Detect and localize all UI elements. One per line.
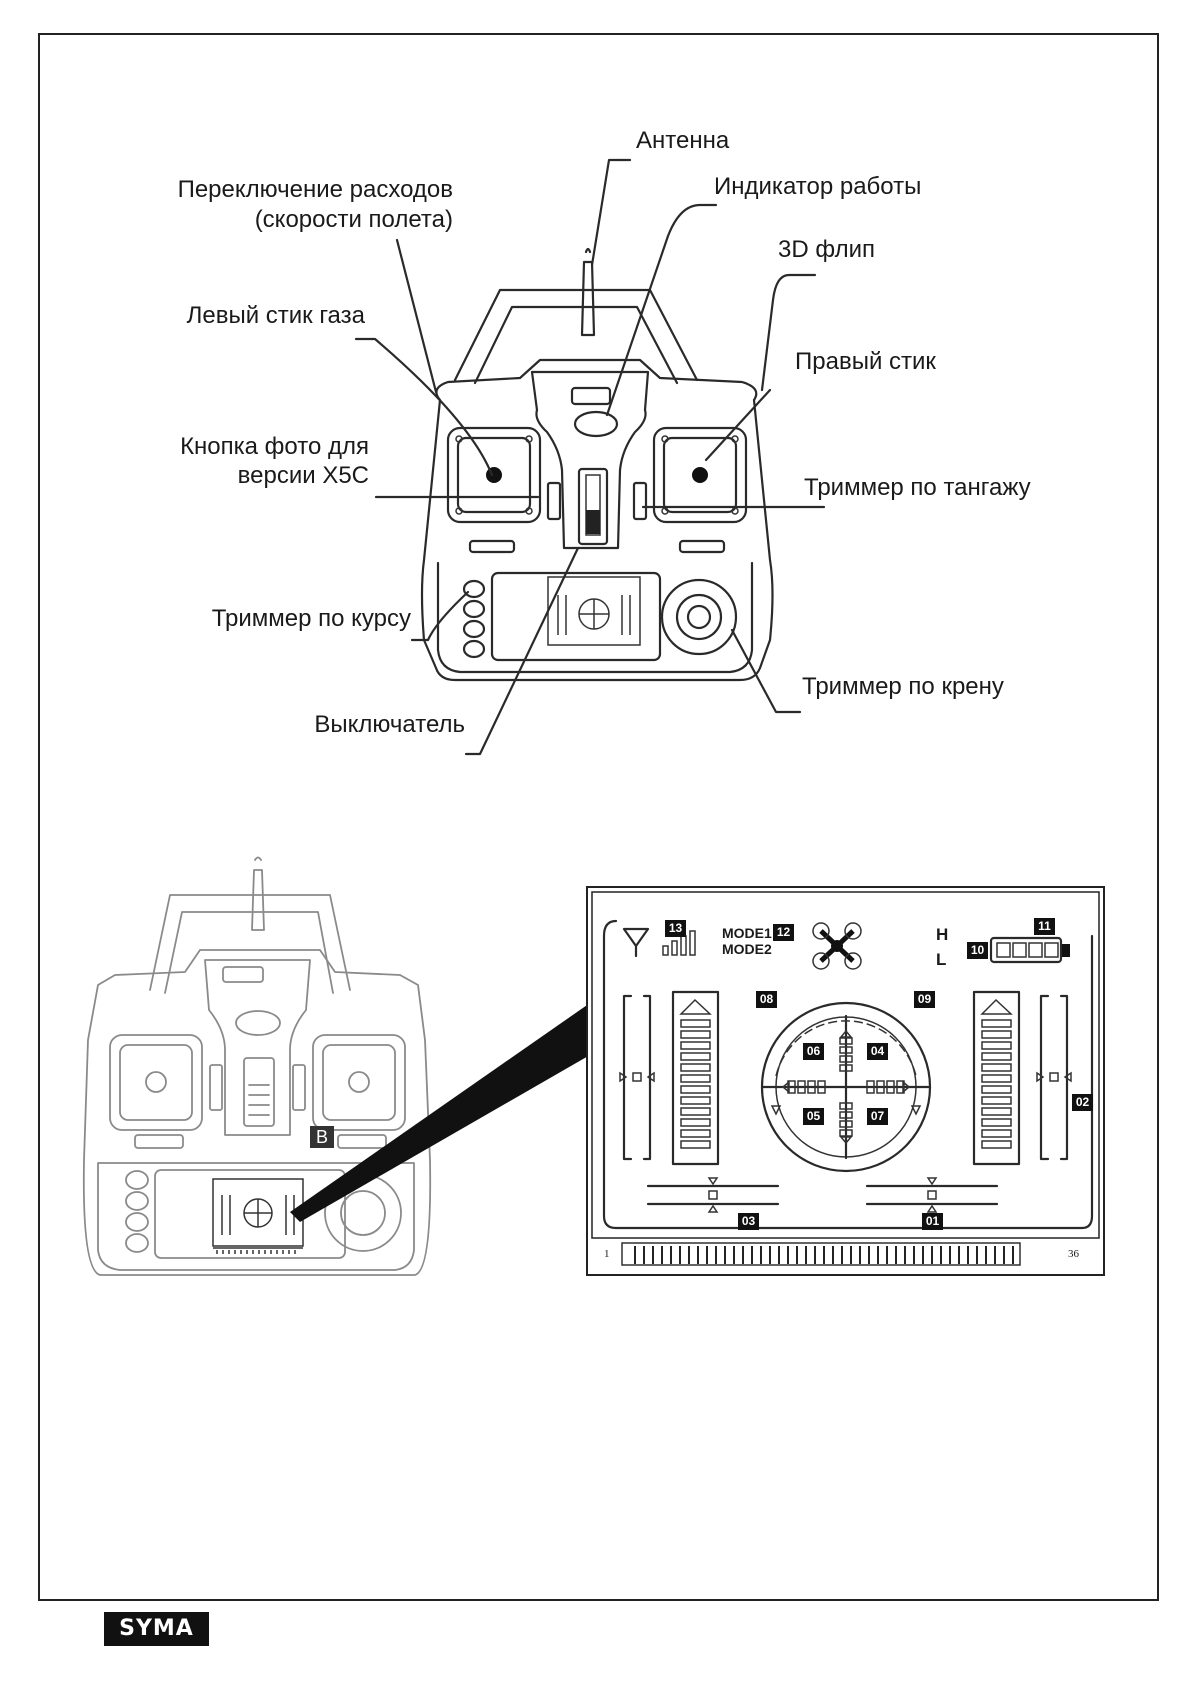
lcd-tag-12: 12 bbox=[773, 924, 794, 941]
label-rate-switch-line1: Переключение расходов bbox=[177, 176, 453, 203]
lcd-tag-07: 07 bbox=[867, 1108, 888, 1125]
syma-logo: SYMA bbox=[104, 1612, 209, 1646]
lcd-low-label: L bbox=[936, 950, 947, 969]
lcd-tag-01: 01 bbox=[922, 1213, 943, 1230]
label-pitch-trim: Триммер по тангажу bbox=[804, 474, 1031, 501]
remote-handle bbox=[453, 288, 699, 385]
lcd-tag-02: 02 bbox=[1072, 1094, 1093, 1111]
lcd-tag-06: 06 bbox=[803, 1043, 824, 1060]
lcd-tag-03: 03 bbox=[738, 1213, 759, 1230]
label-power-switch: Выключатель bbox=[314, 711, 465, 738]
label-roll-trim: Триммер по крену bbox=[802, 673, 1004, 700]
label-photo-button-line1: Кнопка фото для bbox=[180, 433, 369, 460]
power-switch-drawing bbox=[577, 467, 609, 546]
lcd-tag-11: 11 bbox=[1034, 918, 1055, 935]
label-left-stick: Левый стик газа bbox=[186, 302, 365, 329]
lcd-tag-13: 13 bbox=[665, 920, 686, 937]
lcd-tag-04: 04 bbox=[867, 1043, 888, 1060]
pin-first-label: 1 bbox=[604, 1248, 610, 1260]
label-photo-button-line2: версии X5C bbox=[237, 462, 369, 489]
power-indicator-led bbox=[573, 410, 619, 438]
pin-last-label: 36 bbox=[1068, 1248, 1079, 1260]
lcd-mode2: MODE2 bbox=[722, 941, 772, 957]
label-rate-switch-line2: (скорости полета) bbox=[254, 206, 453, 233]
label-power-indicator: Индикатор работы bbox=[714, 173, 922, 200]
center-panel bbox=[530, 370, 650, 550]
lcd-tag-10: 10 bbox=[967, 942, 988, 959]
lcd-connector-pins bbox=[634, 1246, 1014, 1264]
lcd-tag-05: 05 bbox=[803, 1108, 824, 1125]
lcd-tag-08: 08 bbox=[756, 991, 777, 1008]
label-right-stick: Правый стик bbox=[795, 348, 936, 375]
label-yaw-trim: Триммер по курсу bbox=[211, 605, 411, 632]
page-frame bbox=[38, 33, 1159, 1601]
roll-trim-dpad bbox=[660, 578, 738, 656]
antenna-drawing bbox=[580, 247, 596, 337]
lcd-display-detail: 1 36 13 MODE1 MODE2 12 H L 10 11 08 09 0… bbox=[586, 886, 1106, 1279]
label-3d-flip: 3D флип bbox=[778, 236, 875, 263]
lcd-high-label: H bbox=[936, 925, 949, 944]
label-antenna: Антенна bbox=[636, 127, 730, 154]
lcd-mode1: MODE1 bbox=[722, 925, 772, 941]
lcd-tag-09: 09 bbox=[914, 991, 935, 1008]
small-remote-badge-b: B bbox=[310, 1126, 334, 1148]
